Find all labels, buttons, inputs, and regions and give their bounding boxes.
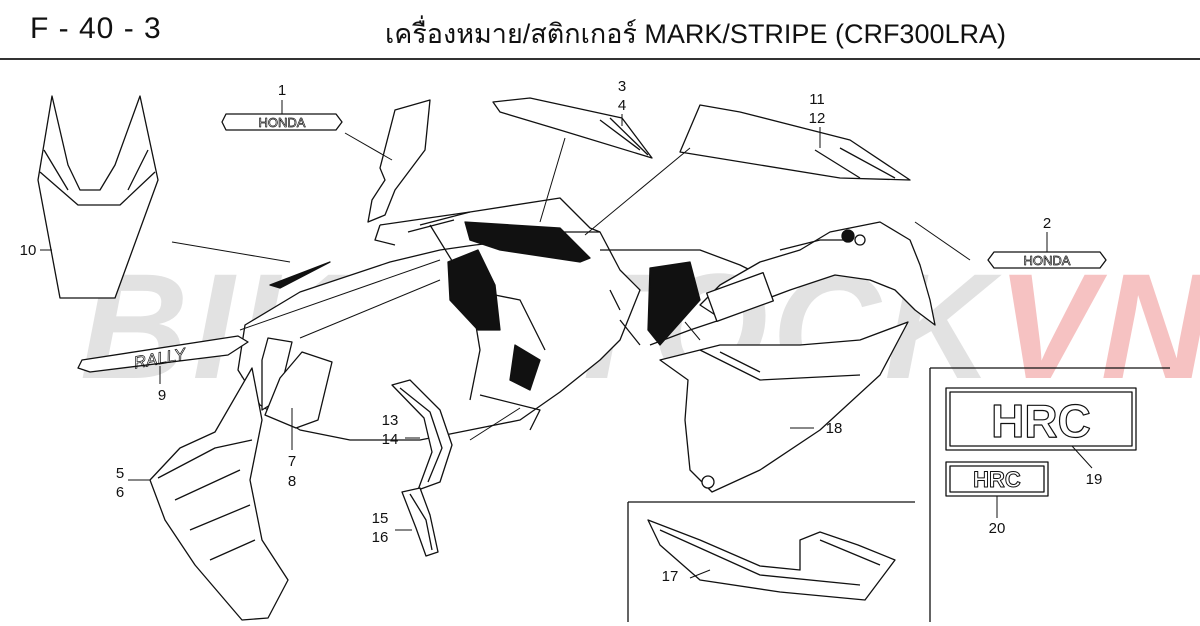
hrc-text-small: HRC <box>973 467 1021 492</box>
hrc-text-large: HRC <box>991 395 1091 447</box>
part-13-14-stripe[interactable] <box>391 379 453 491</box>
page-code: F - 40 - 3 <box>30 12 162 45</box>
callout-6: 6 <box>116 484 124 501</box>
callout-7: 7 <box>288 453 296 470</box>
part-1-honda-emblem[interactable]: HONDA <box>221 113 343 131</box>
leader-lines <box>40 100 1093 579</box>
callout-15: 15 <box>372 510 389 527</box>
part-17-side-stripe[interactable] <box>647 519 896 601</box>
callout-14: 14 <box>382 431 399 448</box>
callout-8: 8 <box>288 473 296 490</box>
part-9-rally-decal[interactable]: RALLY <box>77 335 249 373</box>
callout-17: 17 <box>662 568 679 585</box>
callout-10: 10 <box>20 242 37 259</box>
callout-19: 19 <box>1086 471 1103 488</box>
part-7-8-panels[interactable] <box>261 337 333 429</box>
part-17-frame <box>627 501 915 622</box>
part-11-12-side-stripe[interactable] <box>679 104 911 181</box>
part-15-16-stripe[interactable] <box>401 487 439 557</box>
part-18-side-plate[interactable] <box>659 321 909 493</box>
callout-2: 2 <box>1043 215 1051 232</box>
callout-labels: 1 2 3 4 5 6 7 8 9 10 11 12 13 14 15 16 1… <box>20 78 1103 585</box>
hrc-frame <box>929 367 1170 622</box>
callout-1: 1 <box>278 82 286 99</box>
part-small-cover[interactable] <box>367 99 431 223</box>
honda-text-1: HONDA <box>259 115 306 130</box>
page-header: F - 40 - 3 เครื่องหมาย/สติกเกอร์ MARK/ST… <box>0 0 1200 58</box>
callout-16: 16 <box>372 529 389 546</box>
callout-9: 9 <box>158 387 166 404</box>
part-19-hrc-emblem-large[interactable]: HRC <box>945 387 1137 451</box>
part-tail-assembly <box>699 221 936 326</box>
callout-12: 12 <box>809 110 826 127</box>
page-title: เครื่องหมาย/สติกเกอร์ MARK/STRIPE (CRF30… <box>385 19 1006 49</box>
callout-11: 11 <box>809 91 825 108</box>
part-5-6-side-panel[interactable] <box>149 367 289 621</box>
callout-4: 4 <box>618 97 626 114</box>
part-main-body <box>237 197 761 441</box>
callout-20: 20 <box>989 520 1006 537</box>
header-divider <box>0 58 1200 60</box>
part-20-hrc-emblem-small[interactable]: HRC <box>945 461 1049 497</box>
callout-3: 3 <box>618 78 626 95</box>
rally-text: RALLY <box>132 344 188 372</box>
honda-text-2: HONDA <box>1024 253 1071 268</box>
callout-5: 5 <box>116 465 124 482</box>
part-3-4-shroud-stripe[interactable] <box>492 97 653 159</box>
callout-13: 13 <box>382 412 399 429</box>
part-10-fender-decal[interactable] <box>37 95 159 299</box>
callout-18: 18 <box>826 420 843 437</box>
part-2-honda-emblem[interactable]: HONDA <box>987 251 1107 269</box>
